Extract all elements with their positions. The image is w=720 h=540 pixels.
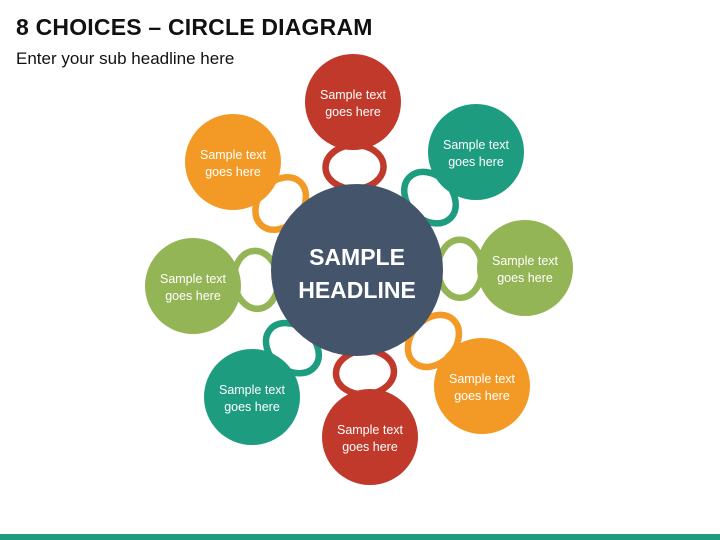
choice-circle-shape [305, 54, 401, 150]
choice-circle-8: Sample text goes here [185, 114, 281, 210]
choice-text-line1: Sample text [160, 272, 227, 286]
choice-text-line1: Sample text [449, 372, 516, 386]
choice-circle-5: Sample text goes here [322, 389, 418, 485]
choice-text-line2: goes here [325, 105, 381, 119]
choice-circle-1: Sample text goes here [305, 54, 401, 150]
choice-text-line2: goes here [448, 155, 504, 169]
choice-text-line2: goes here [342, 440, 398, 454]
link-ring [434, 236, 486, 302]
choice-circle-shape [204, 349, 300, 445]
choice-circle-shape [145, 238, 241, 334]
choice-circle-shape [185, 114, 281, 210]
bottom-accent-bar [0, 534, 720, 540]
choice-circle-4: Sample text goes here [434, 338, 530, 434]
choice-text-line1: Sample text [219, 383, 286, 397]
slide-subtitle: Enter your sub headline here [16, 49, 235, 68]
choice-text-line2: goes here [454, 389, 510, 403]
choice-text-line1: Sample text [200, 148, 267, 162]
choice-circle-shape [434, 338, 530, 434]
choice-text-line2: goes here [497, 271, 553, 285]
choice-text-line2: goes here [205, 165, 261, 179]
choice-circle-shape [322, 389, 418, 485]
choice-text-line2: goes here [165, 289, 221, 303]
center-headline-line2: HEADLINE [298, 277, 416, 303]
choice-circle-shape [477, 220, 573, 316]
center-headline-line1: SAMPLE [309, 244, 405, 270]
choice-text-line1: Sample text [492, 254, 559, 268]
choice-text-line2: goes here [224, 400, 280, 414]
slide-title: 8 CHOICES – CIRCLE DIAGRAM [16, 14, 373, 40]
choice-circle-shape [428, 104, 524, 200]
choice-circle-6: Sample text goes here [204, 349, 300, 445]
choice-circle-7: Sample text goes here [145, 238, 241, 334]
center-circle [271, 184, 443, 356]
choice-circle-2: Sample text goes here [428, 104, 524, 200]
choice-circle-3: Sample text goes here [477, 220, 573, 316]
choice-text-line1: Sample text [443, 138, 510, 152]
link-ring [322, 141, 387, 193]
choice-text-line1: Sample text [320, 88, 387, 102]
choice-text-line1: Sample text [337, 423, 404, 437]
center-circle-group: SAMPLE HEADLINE [271, 184, 443, 356]
